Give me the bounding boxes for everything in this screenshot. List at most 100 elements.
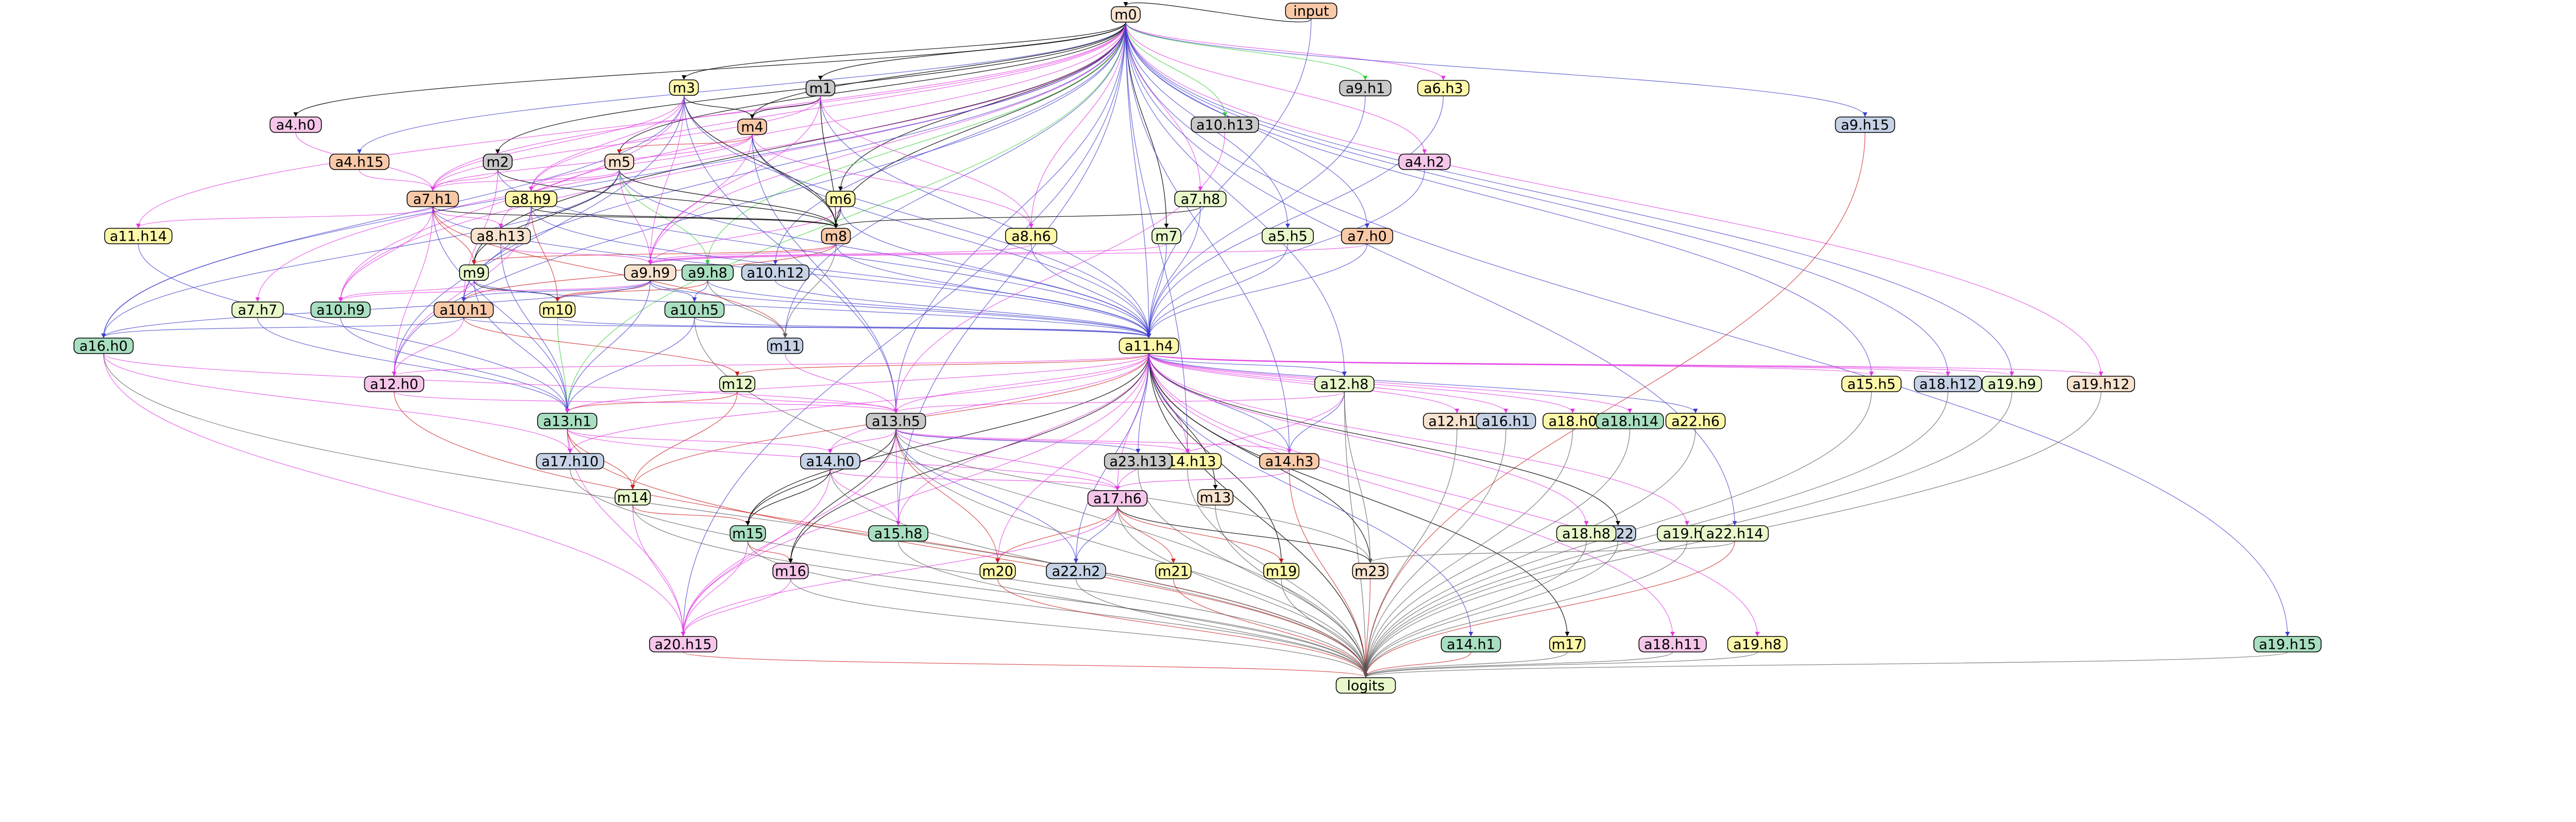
edge-m0-to-m4	[750, 22, 1126, 119]
node-m14[interactable]: m14	[614, 489, 651, 506]
node-label: m1	[809, 81, 832, 97]
node-a10h13[interactable]: a10.h13	[1191, 116, 1259, 133]
node-a9h15[interactable]: a9.h15	[1835, 116, 1895, 133]
node-a19h12[interactable]: a19.h12	[2066, 376, 2136, 393]
node-a10h12[interactable]: a10.h12	[741, 264, 810, 281]
node-m4[interactable]: m4	[737, 119, 767, 136]
node-a14h3[interactable]: a14.h3	[1259, 453, 1319, 470]
node-box	[1913, 376, 1982, 392]
node-a11h14[interactable]: a11.h14	[104, 228, 173, 245]
node-box	[73, 338, 134, 354]
node-a13h5[interactable]: a13.h5	[866, 413, 926, 430]
node-a9h9[interactable]: a9.h9	[624, 264, 676, 281]
node-box	[604, 154, 634, 170]
node-a18h0[interactable]: a18.h0	[1543, 413, 1603, 430]
node-a19h9[interactable]: a19.h9	[1981, 376, 2042, 393]
node-m13[interactable]: m13	[1197, 489, 1234, 506]
node-a12h11[interactable]: a12.h11	[1422, 413, 1492, 430]
node-m19[interactable]: m19	[1263, 563, 1300, 580]
edge-a22h14-to-logits	[1363, 541, 1735, 678]
node-a8h13[interactable]: a8.h13	[470, 228, 531, 245]
edge-m9-to-a10h9	[338, 280, 474, 302]
node-a10h5[interactable]: a10.h5	[664, 301, 725, 318]
node-a14h0[interactable]: a14.h0	[800, 453, 860, 470]
node-m0[interactable]: m0	[1111, 6, 1141, 23]
node-a12h0[interactable]: a12.h0	[364, 376, 425, 393]
node-m7[interactable]: m7	[1151, 228, 1181, 245]
edge-a7h1-to-m9	[432, 206, 477, 265]
node-a12h8[interactable]: a12.h8	[1314, 376, 1375, 393]
node-a20h15[interactable]: a20.h15	[649, 636, 718, 653]
node-a19h8[interactable]: a19.h8	[1727, 636, 1788, 653]
edge-a12h0-to-a13h5	[394, 391, 899, 413]
node-box	[1665, 413, 1726, 429]
node-input[interactable]: input	[1285, 3, 1337, 20]
node-m6[interactable]: m6	[825, 191, 856, 208]
node-a18h12[interactable]: a18.h12	[1913, 376, 1982, 393]
node-m9[interactable]: m9	[459, 264, 489, 281]
node-m17[interactable]: m17	[1549, 636, 1586, 653]
node-a9h1[interactable]: a9.h1	[1339, 80, 1392, 97]
node-a10h9[interactable]: a10.h9	[310, 301, 371, 318]
node-label: m23	[1354, 564, 1386, 580]
node-m23[interactable]: m23	[1352, 563, 1388, 580]
node-a10h1[interactable]: a10.h1	[433, 301, 494, 318]
node-a7h0[interactable]: a7.h0	[1341, 228, 1394, 245]
node-a8h9[interactable]: a8.h9	[505, 191, 557, 208]
node-a18h11[interactable]: a18.h11	[1638, 636, 1707, 653]
node-m2[interactable]: m2	[483, 154, 513, 171]
node-a11h4[interactable]: a11.h4	[1118, 338, 1179, 355]
edge-a18h12-to-logits	[1363, 391, 1948, 678]
node-a7h7[interactable]: a7.h7	[231, 301, 284, 318]
node-a6h3[interactable]: a6.h3	[1417, 80, 1470, 97]
node-m21[interactable]: m21	[1155, 563, 1192, 580]
node-m16[interactable]: m16	[772, 563, 809, 580]
edge-a19h8-to-logits	[1363, 651, 1758, 678]
edge-a13h5-to-a14h0	[827, 428, 896, 454]
node-a22h14[interactable]: a22.h14	[1700, 525, 1769, 542]
edge-a5h5-to-a11h4	[1146, 243, 1289, 338]
node-a4h15[interactable]: a4.h15	[329, 154, 389, 171]
node-box	[1440, 636, 1501, 652]
node-a8h6[interactable]: a8.h6	[1005, 228, 1058, 245]
node-m3[interactable]: m3	[669, 79, 699, 96]
node-a17h6[interactable]: a17.h6	[1087, 490, 1148, 507]
node-m1[interactable]: m1	[805, 80, 836, 97]
edge-a11h4-to-a19h7	[1148, 353, 1689, 526]
node-a14h1[interactable]: a14.h1	[1440, 636, 1501, 653]
node-logits[interactable]: logits	[1335, 677, 1396, 694]
edge-m0-to-m11	[783, 22, 1126, 338]
node-a22h6[interactable]: a22.h6	[1665, 413, 1726, 430]
node-a5h5[interactable]: a5.h5	[1261, 228, 1314, 245]
edge-m0-to-a8h9	[529, 22, 1126, 191]
node-a15h8[interactable]: a15.h8	[868, 525, 928, 542]
node-a22h2[interactable]: a22.h2	[1046, 563, 1106, 580]
node-a15h5[interactable]: a15.h5	[1841, 376, 1902, 393]
node-m12[interactable]: m12	[719, 376, 756, 393]
node-m5[interactable]: m5	[604, 154, 634, 171]
node-m11[interactable]: m11	[767, 338, 804, 355]
node-a17h10[interactable]: a17.h10	[536, 453, 604, 470]
node-a13h1[interactable]: a13.h1	[537, 413, 598, 430]
node-a19h15[interactable]: a19.h15	[2253, 636, 2322, 653]
edge-a17h6-to-m20	[995, 506, 1118, 563]
node-a23h13[interactable]: a23.h13	[1104, 453, 1173, 470]
edge-a22h6-to-logits	[1363, 428, 1696, 678]
node-m8[interactable]: m8	[821, 228, 851, 245]
node-m15[interactable]: m15	[730, 525, 766, 542]
node-a4h0[interactable]: a4.h0	[269, 116, 322, 133]
node-a16h0[interactable]: a16.h0	[73, 338, 134, 355]
node-label: a18.h11	[1644, 637, 1701, 653]
node-a18h14[interactable]: a18.h14	[1596, 413, 1664, 430]
node-a9h8[interactable]: a9.h8	[681, 264, 734, 281]
node-a18h8[interactable]: a18.h8	[1556, 525, 1617, 542]
edge-a11h4-to-m15	[745, 353, 1149, 526]
node-label: a17.h10	[541, 454, 599, 470]
node-m20[interactable]: m20	[979, 563, 1016, 580]
node-a16h1[interactable]: a16.h1	[1476, 413, 1536, 430]
node-m10[interactable]: m10	[539, 301, 576, 318]
node-a7h1[interactable]: a7.h1	[406, 191, 459, 208]
node-a7h8[interactable]: a7.h8	[1174, 191, 1227, 208]
edge-m0-to-a4h0	[293, 22, 1126, 117]
node-a4h2[interactable]: a4.h2	[1398, 154, 1451, 171]
